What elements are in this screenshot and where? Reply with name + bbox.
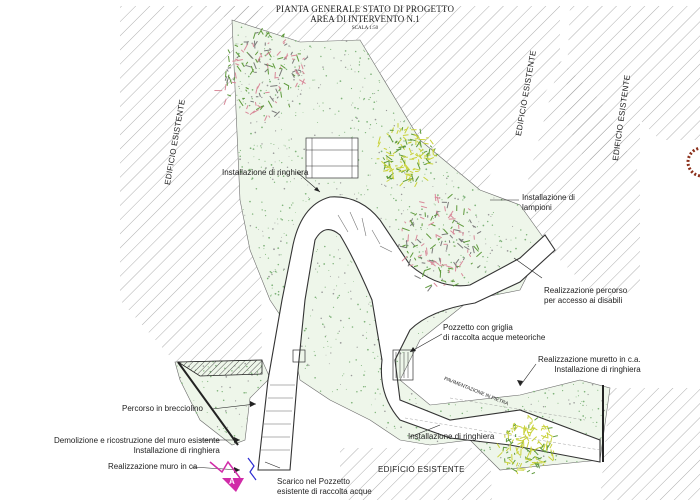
green-area-southwest [174,359,271,446]
tree-northwest [214,27,309,122]
green-areas [174,19,611,471]
plan-subtitle: AREA DI INTERVENTO N.1 [310,14,420,24]
section-marker-label: A [229,477,235,486]
building-top-right-b [640,6,700,140]
leader-percorso [513,257,543,279]
tree-south [496,414,558,475]
callout-ringhiera-top: Installazione di ringhiera [222,168,309,177]
leader-muretto [519,363,537,387]
callout-muretto: Realizzazione muretto in c.a. Installazi… [538,355,641,374]
ramp-steps [337,211,393,253]
leader-muro-ca [191,466,241,471]
building-top-middle [360,6,560,190]
building-bottom-right [600,388,700,500]
callout-lampioni: Installazione di lampioni [522,193,575,212]
callout-muro-ca: Realizzazione muro in ca [108,462,198,471]
trees [214,27,700,475]
leader-scarico [264,461,281,469]
plan-scale: SCALA 1:50 [351,26,379,31]
tree-east [397,193,483,292]
callout-pozzetto: Pozzetto con griglia di raccolta acque m… [443,323,546,342]
accessible-path-lines [404,397,601,451]
bench-pergola [305,137,359,179]
winding-path [257,196,601,471]
callout-percorso-disabili: Realizzazione percorso per accesso ai di… [544,286,628,305]
stairs [260,384,295,451]
tree-center [376,123,439,188]
building-right [520,60,640,300]
section-marker [209,457,257,492]
retaining-wall [176,359,263,377]
plan-title: PIANTA GENERALE STATO DI PROGETTO [275,4,455,14]
leader-brecciolino [211,403,257,410]
wall-line-left [177,361,239,446]
building-label-bottom: EDIFICIO ESISTENTE [378,465,465,474]
building-left [120,6,262,362]
callout-ringhiera-bottom: Installazione di ringhiera [408,432,495,441]
leader-ringhiera-bottom [409,424,441,438]
grate-drain [392,349,414,381]
building-bottom [340,448,492,500]
tree-edge [686,146,700,178]
leader-pozzetto [409,333,443,353]
walkways [257,196,601,471]
existing-buildings [120,6,700,500]
callout-brecciolino: Percorso in brecciolino [122,404,203,413]
callout-scarico: Scarico nel Pozzetto esistente di raccol… [277,477,372,496]
manhole-top [292,349,306,363]
callout-demolizione: Demolizione e ricostruzione del muro esi… [54,436,220,455]
